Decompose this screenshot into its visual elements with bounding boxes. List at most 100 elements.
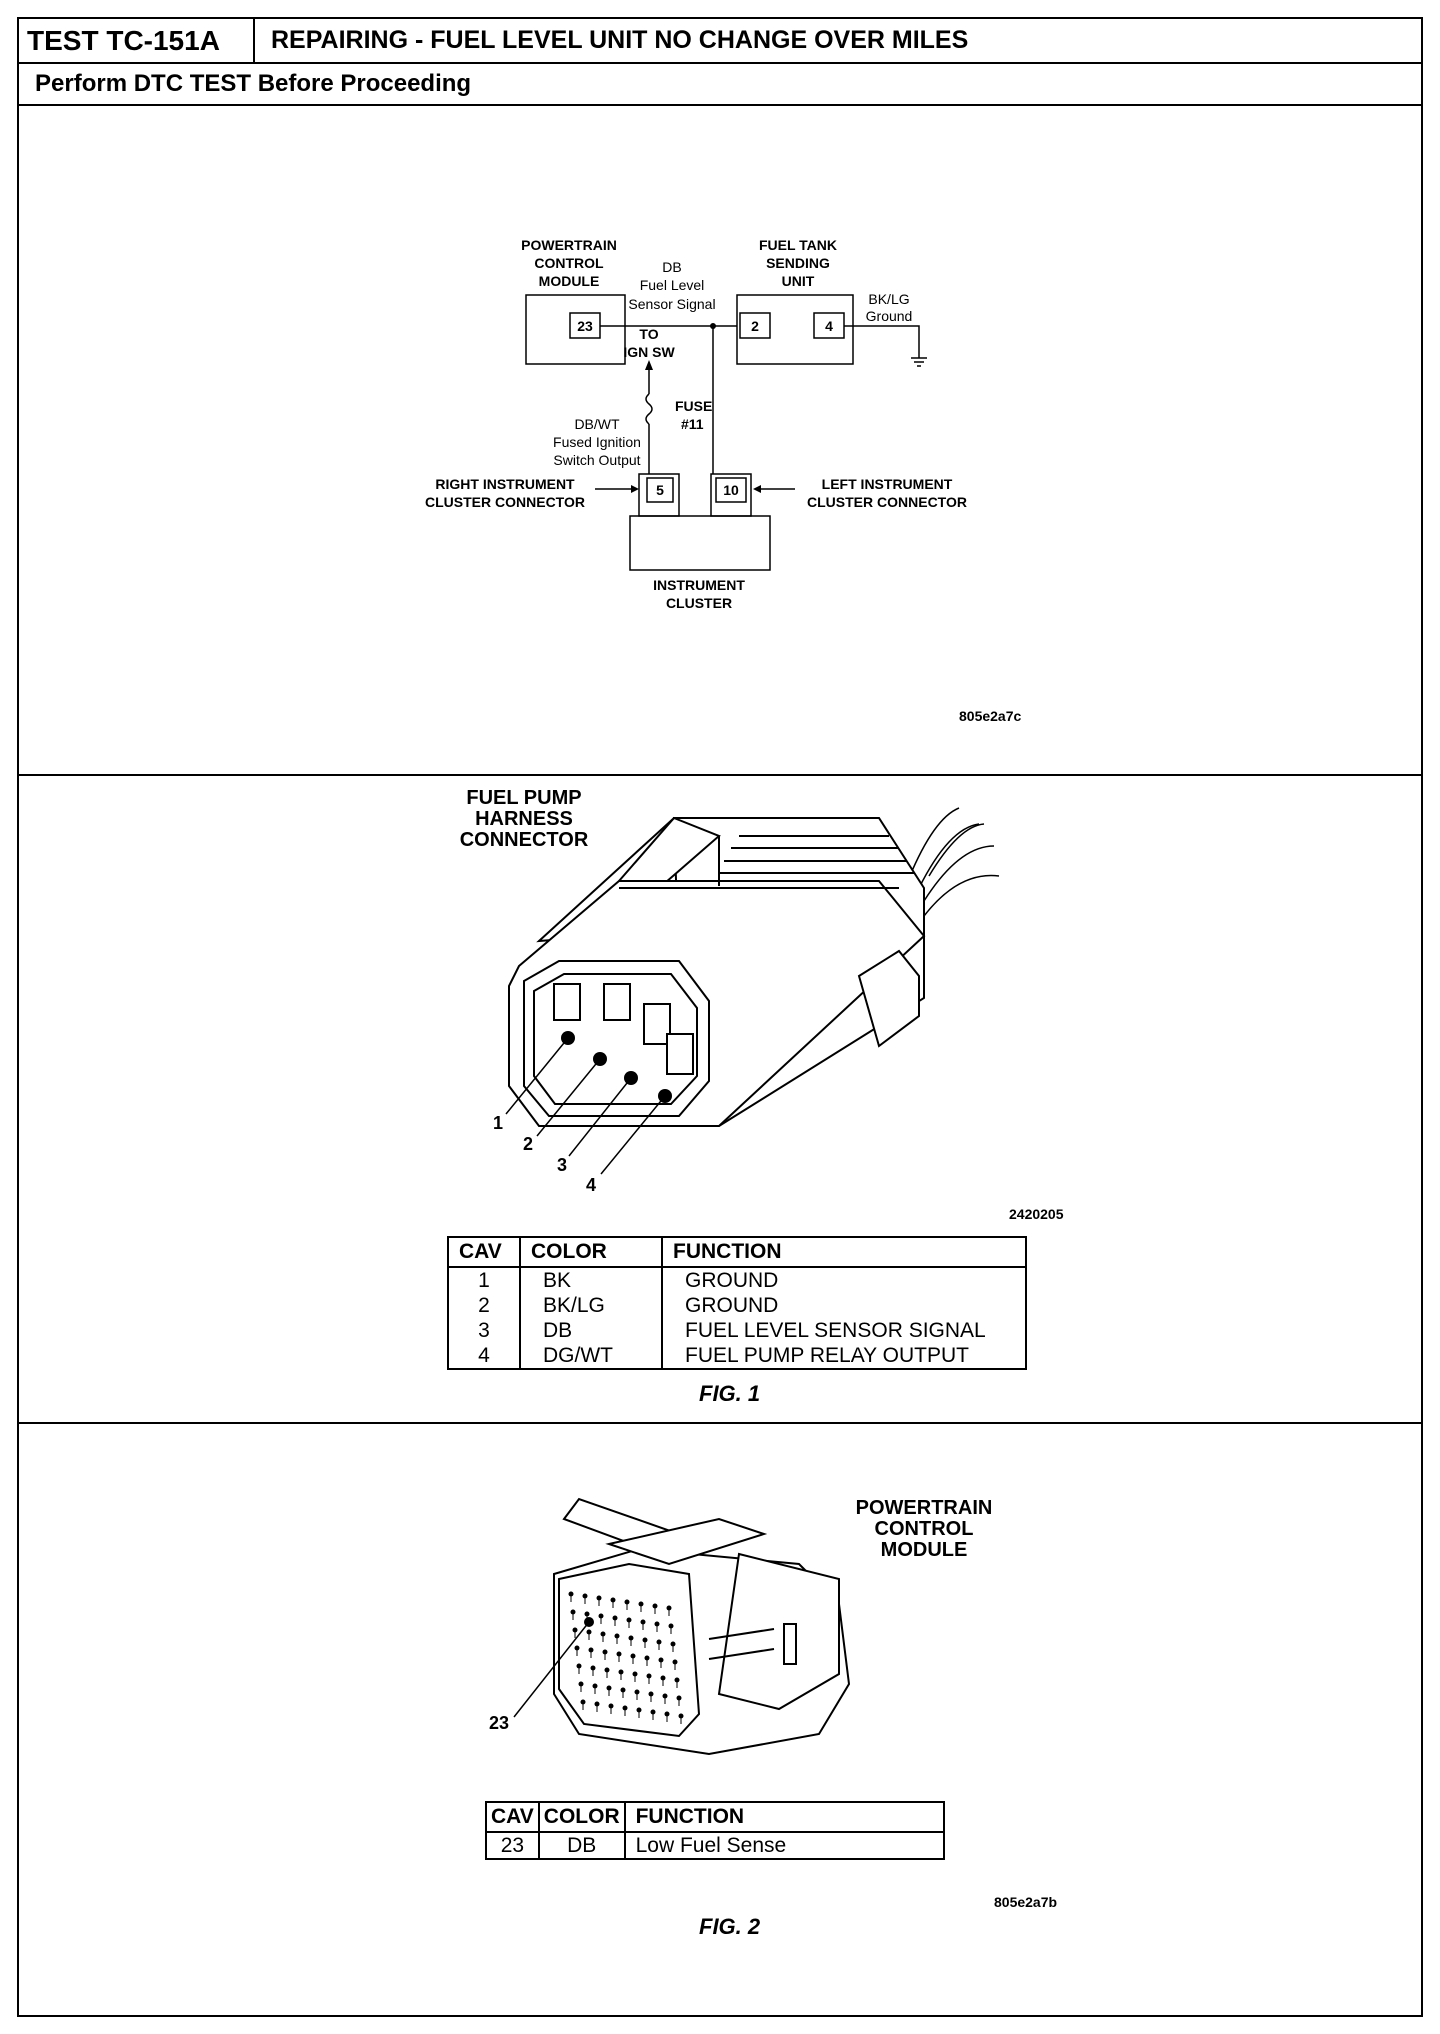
callout-line-23 <box>513 1621 590 1718</box>
fig1-table: CAV COLOR FUNCTION 1 BK GROUND 2 BK/LG G… <box>447 1236 1027 1370</box>
fig2-table: CAV COLOR FUNCTION 23 DB Low Fuel Sense <box>485 1801 945 1860</box>
cell-color: BK <box>519 1267 662 1293</box>
module-label-1: POWERTRAIN <box>855 1497 993 1519</box>
ground-icon <box>911 357 927 367</box>
cell-function: GROUND <box>661 1293 1026 1318</box>
callout-line-2 <box>536 1058 601 1137</box>
connector-label-3: CONNECTOR <box>459 829 589 851</box>
wire-bundle-icon <box>908 807 1000 917</box>
tank-pin-a: 2 <box>751 318 759 334</box>
table-row: 1 BK GROUND <box>448 1267 1026 1293</box>
fig1-image-id: 2420205 <box>1009 1206 1064 1222</box>
module-label: POWERTRAIN CONTROL MODULE <box>819 1498 1029 1561</box>
connector-label: FUEL PUMP HARNESS CONNECTOR <box>424 788 624 851</box>
fig1-section: FUEL PUMP HARNESS CONNECTOR <box>19 776 1421 1424</box>
to-ign-1: TO <box>639 326 658 342</box>
wire-desc-1: Fuel Level <box>640 277 705 293</box>
cell-cav: 3 <box>478 1319 490 1342</box>
header-color: COLOR <box>537 1802 625 1833</box>
callout-line-1 <box>505 1037 569 1115</box>
module-label-3: MODULE <box>880 1539 968 1561</box>
callout-4: 4 <box>586 1175 596 1195</box>
callout-line-4 <box>600 1095 666 1175</box>
cell-cav: 2 <box>478 1294 490 1317</box>
connector-housing-icon <box>508 816 926 1127</box>
callout-2: 2 <box>523 1134 533 1154</box>
schematic-image-id: 805e2a7c <box>959 708 1022 724</box>
connector-label-2: HARNESS <box>475 808 573 830</box>
to-ign-2: IGN SW <box>623 344 675 360</box>
service-manual-page: TEST TC-151A REPAIRING - FUEL LEVEL UNIT… <box>17 17 1423 2017</box>
table-row: 4 DG/WT FUEL PUMP RELAY OUTPUT <box>448 1343 1026 1369</box>
header-function: FUNCTION <box>661 1237 1026 1268</box>
cell-function: FUEL PUMP RELAY OUTPUT <box>661 1343 1026 1369</box>
cell-cav: 23 <box>500 1834 525 1857</box>
tank-label-1: FUEL TANK <box>759 237 837 253</box>
cell-cav: 4 <box>478 1344 490 1367</box>
fused-wire-3: Switch Output <box>553 452 640 468</box>
tank-label-2: SENDING <box>766 255 830 271</box>
cluster-pin-b: 10 <box>723 482 739 498</box>
header-color: COLOR <box>519 1237 662 1268</box>
cluster-pin-a-box <box>646 477 674 503</box>
header-cav: CAV <box>448 1237 520 1268</box>
cell-function: Low Fuel Sense <box>623 1832 944 1859</box>
cell-color: DG/WT <box>519 1343 662 1369</box>
page-subtitle: Perform DTC TEST Before Proceeding <box>19 64 1421 106</box>
callout-3: 3 <box>557 1155 567 1175</box>
table-row: 2 BK/LG GROUND <box>448 1293 1026 1318</box>
page-title: REPAIRING - FUEL LEVEL UNIT NO CHANGE OV… <box>271 26 969 54</box>
pcm-label-2: CONTROL <box>534 255 604 271</box>
cell-function: FUEL LEVEL SENSOR SIGNAL <box>661 1318 1026 1343</box>
cluster-label-1: INSTRUMENT <box>653 577 745 593</box>
left-connector-2: CLUSTER CONNECTOR <box>807 494 967 510</box>
fig2-caption: FIG. 2 <box>699 1914 761 1939</box>
ground-label: Ground <box>866 308 913 324</box>
pcm-label-3: MODULE <box>539 273 600 289</box>
table-header-row: CAV COLOR FUNCTION <box>448 1237 1026 1268</box>
tank-label-3: UNIT <box>782 273 815 289</box>
cluster-label-2: CLUSTER <box>666 595 732 611</box>
cell-color: DB <box>537 1832 625 1859</box>
wiring-schematic: 23 POWERTRAIN CONTROL MODULE DB Fuel Lev… <box>425 237 1022 724</box>
fig1-caption: FIG. 1 <box>699 1381 761 1406</box>
pcm-label-1: POWERTRAIN <box>521 237 617 253</box>
test-id: TEST TC-151A <box>19 19 255 62</box>
callout-23: 23 <box>489 1713 509 1733</box>
module-label-2: CONTROL <box>874 1518 974 1540</box>
ground-color: BK/LG <box>868 291 909 307</box>
cell-function: GROUND <box>661 1267 1026 1293</box>
fuse-label-2: #11 <box>681 416 704 432</box>
tank-box <box>736 294 854 365</box>
fused-wire-1: DB/WT <box>574 416 620 432</box>
callout-line-3 <box>568 1077 632 1157</box>
cluster-box <box>629 515 771 571</box>
fuel-pump-connector-drawing: 1 2 3 4 <box>493 807 1000 1195</box>
left-connector-1: LEFT INSTRUMENT <box>822 476 953 492</box>
fuse-label-1: FUSE <box>675 398 712 414</box>
header-function: FUNCTION <box>623 1802 944 1833</box>
callout-1: 1 <box>493 1113 503 1133</box>
tank-pin-a-box <box>739 312 771 339</box>
wire-color: DB <box>662 259 681 275</box>
arrow-up-icon <box>645 360 653 370</box>
table-row: 23 DB Low Fuel Sense <box>486 1832 944 1859</box>
pcm-connector-drawing: 23 <box>489 1497 851 1756</box>
arrow-left-icon <box>753 485 761 493</box>
cluster-pin-b-box <box>715 477 747 503</box>
cell-color: DB <box>519 1318 662 1343</box>
pcm-pin: 23 <box>577 318 593 334</box>
right-connector-2: CLUSTER CONNECTOR <box>425 494 585 510</box>
fig2-image-id: 805e2a7b <box>994 1894 1058 1910</box>
cluster-pin-a: 5 <box>656 482 664 498</box>
ground-wire <box>844 325 920 358</box>
wire-desc-2: Sensor Signal <box>628 296 715 312</box>
fig2-section: POWERTRAIN CONTROL MODULE 23 <box>19 1424 1421 2017</box>
tank-pin-b: 4 <box>825 318 833 334</box>
fused-wire-2: Fused Ignition <box>553 434 641 450</box>
table-row: 3 DB FUEL LEVEL SENSOR SIGNAL <box>448 1318 1026 1343</box>
arrow-right-icon <box>631 485 639 493</box>
pin-grid-icon <box>568 1591 684 1724</box>
header-cav: CAV <box>486 1802 539 1833</box>
page-header: TEST TC-151A REPAIRING - FUEL LEVEL UNIT… <box>19 19 1421 64</box>
